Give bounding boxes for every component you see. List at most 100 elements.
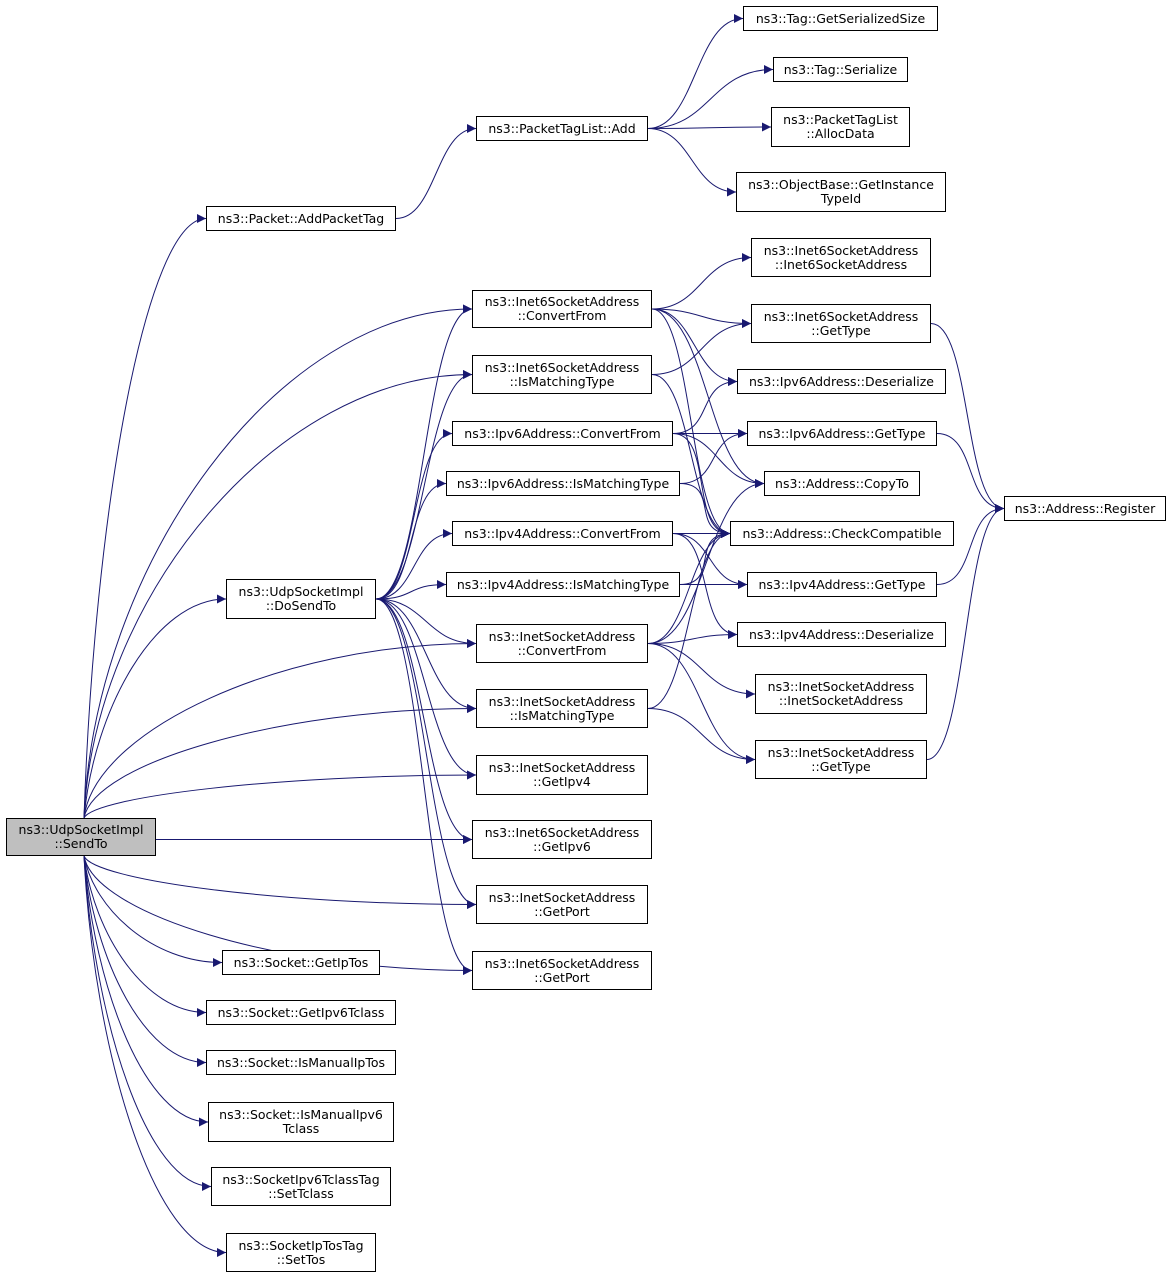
node-addr-copyto[interactable]: ns3::Address::CopyTo bbox=[764, 471, 920, 496]
node-label-line: ::IsMatchingType bbox=[509, 373, 615, 389]
call-edge bbox=[83, 855, 207, 1017]
node-label-line: ::AllocData bbox=[806, 126, 875, 141]
call-edge bbox=[647, 479, 765, 644]
node-tag-getsersize[interactable]: ns3::Tag::GetSerializedSize bbox=[743, 6, 938, 31]
node-ip6-ismatching[interactable]: ns3::Ipv6Address::IsMatchingType bbox=[446, 471, 680, 496]
node-ip6-gettype[interactable]: ns3::Ipv6Address::GetType bbox=[747, 421, 937, 446]
call-edge bbox=[679, 429, 748, 484]
node-ptl-allocdata[interactable]: ns3::PacketTagList::AllocData bbox=[771, 107, 910, 147]
call-edge bbox=[375, 598, 473, 975]
call-edge bbox=[83, 855, 207, 1067]
call-edge bbox=[936, 504, 1005, 585]
node-label-line: ns3::InetSocketAddress bbox=[488, 760, 636, 775]
node-i4-ctor[interactable]: ns3::InetSocketAddress::InetSocketAddres… bbox=[755, 674, 927, 714]
node-i4-convertfrom[interactable]: ns3::InetSocketAddress::ConvertFrom bbox=[476, 624, 648, 663]
node-i6-getport[interactable]: ns3::Inet6SocketAddress::GetPort bbox=[472, 951, 652, 990]
call-edge bbox=[651, 308, 752, 328]
node-label-line: ns3::Socket::IsManualIpTos bbox=[217, 1054, 385, 1070]
call-edge bbox=[647, 122, 772, 132]
node-i6-ismatching[interactable]: ns3::Inet6SocketAddress::IsMatchingType bbox=[472, 355, 652, 394]
call-edge bbox=[83, 704, 477, 819]
call-edge bbox=[651, 319, 752, 375]
node-label-line: ns3::PacketTagList::Add bbox=[488, 120, 636, 136]
call-edge bbox=[83, 855, 209, 1127]
node-addr-checkcompat[interactable]: ns3::Address::CheckCompatible bbox=[730, 521, 954, 546]
call-edge bbox=[651, 374, 731, 538]
node-ptl-add[interactable]: ns3::PacketTagList::Add bbox=[476, 116, 648, 141]
node-tag-serialize[interactable]: ns3::Tag::Serialize bbox=[773, 57, 908, 82]
node-label-line: ::GetPort bbox=[534, 903, 590, 919]
call-edge bbox=[672, 533, 748, 589]
node-ip4-convertfrom[interactable]: ns3::Ipv4Address::ConvertFrom bbox=[452, 521, 673, 546]
node-label-line: ns3::Tag::GetSerializedSize bbox=[755, 10, 926, 26]
node-tostag-set[interactable]: ns3::SocketIpTosTag::SetTos bbox=[226, 1233, 376, 1272]
node-sock-ismanualiptos[interactable]: ns3::Socket::IsManualIpTos bbox=[206, 1050, 396, 1075]
node-tclasstag-set[interactable]: ns3::SocketIpv6TclassTag::SetTclass bbox=[211, 1167, 391, 1206]
node-ip6-deserialize[interactable]: ns3::Ipv6Address::Deserialize bbox=[737, 369, 946, 394]
node-label-line: ns3::Ipv6Address::GetType bbox=[758, 425, 926, 441]
node-label-line: ns3::InetSocketAddress bbox=[488, 693, 636, 709]
node-label-line: ::GetType bbox=[811, 758, 871, 774]
node-ip4-gettype[interactable]: ns3::Ipv4Address::GetType bbox=[747, 572, 937, 597]
node-sock-getipv6tclass[interactable]: ns3::Socket::GetIpv6Tclass bbox=[206, 1000, 396, 1025]
node-i4-getipv4[interactable]: ns3::InetSocketAddress::GetIpv4 bbox=[476, 755, 648, 795]
node-label-line: ns3::PacketTagList bbox=[783, 112, 898, 127]
node-label-line: ns3::Inet6SocketAddress bbox=[484, 294, 640, 309]
node-label-line: ns3::Address::CopyTo bbox=[775, 475, 909, 491]
node-label-line: ns3::Tag::Serialize bbox=[783, 61, 898, 77]
call-edge bbox=[83, 855, 473, 975]
node-dosendto[interactable]: ns3::UdpSocketImpl::DoSendTo bbox=[226, 579, 376, 619]
node-label-line: ns3::Socket::GetIpv6Tclass bbox=[217, 1004, 385, 1020]
node-label-line: ::GetIpv6 bbox=[533, 838, 591, 854]
node-i6-convertfrom[interactable]: ns3::Inet6SocketAddress::ConvertFrom bbox=[472, 290, 652, 328]
node-sendto[interactable]: ns3::UdpSocketImpl::SendTo bbox=[6, 818, 156, 856]
call-edge bbox=[83, 304, 473, 819]
call-edge bbox=[647, 643, 756, 699]
call-edge bbox=[647, 630, 738, 644]
node-label-line: ::IsMatchingType bbox=[509, 707, 615, 723]
node-label-line: ::GetIpv4 bbox=[533, 774, 591, 789]
node-i4-getport[interactable]: ns3::InetSocketAddress::GetPort bbox=[476, 885, 648, 924]
node-label-line: ns3::Ipv4Address::Deserialize bbox=[749, 626, 934, 642]
call-edge bbox=[647, 65, 774, 129]
node-label-line: ns3::SocketIpv6TclassTag bbox=[222, 1171, 380, 1187]
call-edge bbox=[83, 639, 477, 819]
node-label-line: ns3::Inet6SocketAddress bbox=[763, 242, 919, 258]
node-ip4-ismatching[interactable]: ns3::Ipv4Address::IsMatchingType bbox=[446, 572, 680, 597]
call-edge bbox=[375, 598, 477, 909]
node-i4-gettype[interactable]: ns3::InetSocketAddress::GetType bbox=[755, 740, 927, 779]
node-i4-ismatching[interactable]: ns3::InetSocketAddress::IsMatchingType bbox=[476, 689, 648, 728]
call-edge bbox=[83, 770, 477, 819]
call-edge bbox=[375, 370, 473, 600]
call-edge bbox=[651, 308, 738, 386]
node-ip6-convertfrom[interactable]: ns3::Ipv6Address::ConvertFrom bbox=[452, 421, 673, 446]
call-edge bbox=[651, 253, 752, 310]
node-addpackettag[interactable]: ns3::Packet::AddPacketTag bbox=[206, 206, 396, 231]
node-label-line: ns3::Ipv6Address::ConvertFrom bbox=[464, 425, 661, 441]
node-label-line: ::DoSendTo bbox=[265, 598, 337, 613]
node-sock-getiptos[interactable]: ns3::Socket::GetIpTos bbox=[222, 950, 380, 975]
node-addr-register[interactable]: ns3::Address::Register bbox=[1004, 496, 1166, 521]
call-edge bbox=[375, 529, 453, 600]
node-label-line: ns3::Address::CheckCompatible bbox=[742, 525, 942, 541]
node-label-line: ns3::Inet6SocketAddress bbox=[484, 359, 640, 375]
node-label-line: ::InetSocketAddress bbox=[778, 693, 904, 708]
call-edge bbox=[651, 308, 731, 538]
call-edge bbox=[375, 598, 477, 713]
call-edge bbox=[647, 128, 737, 197]
node-i6-gettype[interactable]: ns3::Inet6SocketAddress::GetType bbox=[751, 304, 931, 343]
call-edge bbox=[83, 370, 473, 819]
node-label-line: ns3::InetSocketAddress bbox=[488, 889, 636, 905]
call-edge bbox=[375, 598, 473, 844]
node-label-line: ns3::Inet6SocketAddress bbox=[763, 308, 919, 324]
call-edge bbox=[679, 529, 731, 585]
node-label-line: ns3::Ipv6Address::IsMatchingType bbox=[456, 475, 670, 491]
call-edge bbox=[395, 124, 477, 219]
node-i6-ctor[interactable]: ns3::Inet6SocketAddress::Inet6SocketAddr… bbox=[751, 238, 931, 277]
node-ip4-deserialize[interactable]: ns3::Ipv4Address::Deserialize bbox=[737, 622, 946, 647]
node-i6-getipv6[interactable]: ns3::Inet6SocketAddress::GetIpv6 bbox=[472, 820, 652, 859]
node-label-line: ns3::InetSocketAddress bbox=[488, 628, 636, 644]
